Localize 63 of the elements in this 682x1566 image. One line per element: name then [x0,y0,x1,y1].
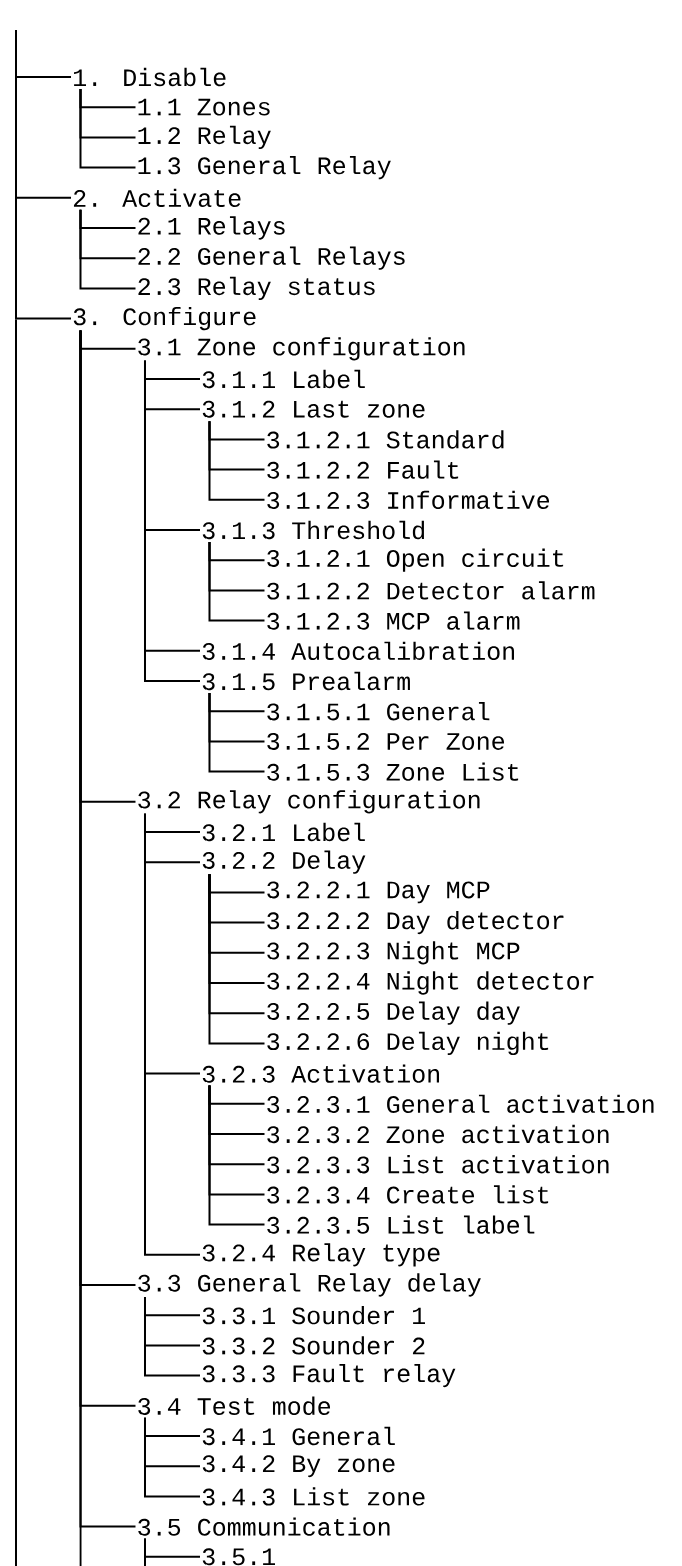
menu-item: 2.3 Relay status [138,276,375,301]
menu-item: 2. Activate [73,188,241,207]
menu-item: 3.2 Relay configuration [138,790,480,814]
tree-connector [208,541,266,622]
menu-item: 3.3.1 Sounder 1 [202,1306,425,1325]
menu-item: 3.2.2.6 Delay night [267,1031,549,1056]
menu-item: 3.2.3.3 List activation [267,1155,609,1174]
tree-connector [144,1296,201,1377]
menu-item: 3.2.3 Activation [202,1064,439,1083]
tree-connector [144,812,201,1256]
menu-item: 3.2.2.5 Delay day [267,1001,520,1025]
menu-item: 3.2.1 Label [202,822,365,842]
tree-connector [79,329,82,1566]
tree-connector [208,420,266,501]
menu-item: 3.5 Communication [138,1517,390,1536]
menu-item: 3.2.3.2 Zone activation [267,1124,609,1144]
tree-connector [79,88,137,169]
menu-item: 3.1.2.2 Detector alarm [267,581,595,600]
tree-connector [208,873,266,1045]
tree-connector [144,1537,146,1566]
menu-item: 3.1.2.1 Open circuit [267,548,564,572]
menu-item: 3.1.2.2 Fault [267,460,459,479]
menu-item: 3.1.4 Autocalibration [202,641,514,660]
menu-item: 1. Disable [74,67,226,87]
menu-item: 3.2.2.4 Night detector [267,971,594,995]
menu-item: 3.2.2 Delay [202,850,366,874]
menu-item: 3.1.5.1 General [267,702,490,721]
menu-item: 3.2.2.3 Night MCP [267,941,520,965]
menu-item: 3.1.1 Label [202,369,365,389]
tree-connector [208,692,266,773]
menu-item: 3.4.2 By zone [202,1455,395,1478]
tree-connector [144,1416,201,1498]
menu-item: 1.3 General Relay [138,155,391,180]
menu-item: 3.2.2.2 Day detector [267,910,564,935]
tree-connector [79,208,137,290]
menu-item: 3.1.2 Last zone [202,400,425,418]
tree-connector [15,29,72,320]
menu-item: 3.2.3.1 General activation [267,1094,654,1113]
menu-item: 3.3.2 Sounder 2 [202,1336,425,1355]
menu-item: 3.4.1 General [202,1426,395,1446]
menu-item: 3.4 Test mode [138,1396,331,1415]
menu-item: 3.1 Zone configuration [138,337,465,361]
menu-item: 3.2.3.4 Create list [267,1185,549,1204]
menu-item: 3.1.2.3 MCP alarm [267,611,520,630]
menu-item: 1.2 Relay [138,125,271,150]
menu-item: 2.1 Relays [138,216,285,240]
menu-item: 3.1.5 Prealarm [202,671,410,691]
menu-item: 3. Configure [73,306,256,331]
menu-item: 3.5.1 [202,1548,275,1566]
menu-item: 3.1.2.3 Informative [267,490,550,509]
menu-item: 3.2.4 Relay type [202,1243,440,1267]
menu-item: 3.4.3 List zone [202,1487,425,1506]
menu-item: 1.1 Zones [138,98,270,116]
menu-item: 3.3 General Relay delay [138,1273,481,1297]
menu-item: 3.1.5.3 Zone List [267,762,519,781]
menu-item: 3.1.3 Threshold [202,520,424,540]
menu-item: 3.1.2.1 Standard [267,430,504,449]
menu-item: 3.2.2.1 Day MCP [267,881,490,904]
tree-connector [208,1084,266,1226]
menu-item: 2.2 General Relays [138,246,405,270]
menu-item: 3.3.3 Fault relay [202,1363,456,1388]
menu-item: 3.1.5.2 Per Zone [267,732,505,750]
menu-item: 3.2.3.5 List label [267,1215,535,1234]
